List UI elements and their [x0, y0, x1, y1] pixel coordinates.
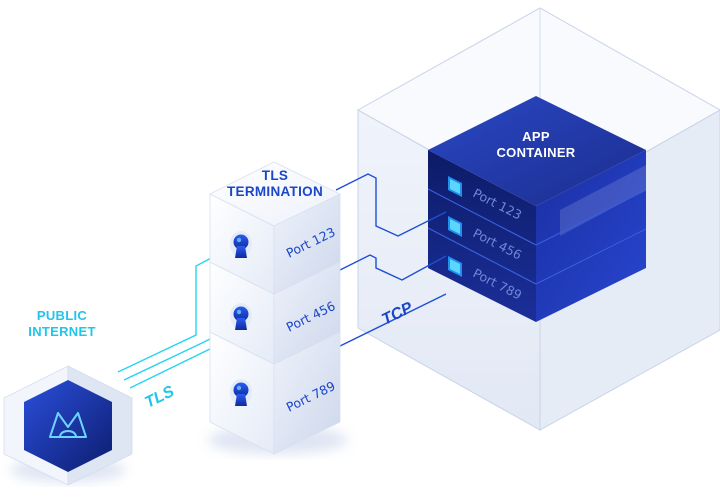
- tcp-links: [335, 173, 447, 349]
- app-port-socket-3: [448, 256, 462, 277]
- keyhole-icon: [230, 303, 252, 330]
- tls-termination-node: Port 123 Port 456 Port 789 TLS TERMINATI…: [208, 161, 348, 455]
- tcp-link-port-456: [335, 254, 447, 281]
- slot-divider: [535, 228, 647, 285]
- tcp-link-port-789: [335, 293, 447, 349]
- app-port-socket-1: [448, 176, 462, 197]
- cloud-provider-logo-icon: [49, 412, 87, 438]
- app-cube-right-face: [536, 150, 646, 322]
- tls-label: TLS: [142, 383, 177, 412]
- app-port-socket-2: [448, 216, 462, 237]
- slot-divider: [427, 188, 537, 246]
- tls-termination-label-line1: TLS: [262, 168, 288, 183]
- public-internet-label-line2: INTERNET: [28, 324, 95, 339]
- app-cube-top-face: [428, 96, 646, 206]
- public-internet-label-line1: PUBLIC: [37, 308, 87, 323]
- slot-divider: [535, 189, 647, 246]
- slot-divider: [427, 227, 537, 285]
- tcp-link-port-123: [335, 173, 447, 237]
- app-container-node: Port 123 Port 456 Port 789 APP CONTAINER: [356, 7, 720, 431]
- keyhole-icon: [230, 379, 252, 406]
- tls-termination-label-line2: TERMINATION: [227, 184, 323, 199]
- gloss-highlight: [560, 165, 646, 236]
- public-internet-node: PUBLIC INTERNET: [3, 308, 133, 486]
- app-container-label-line2: CONTAINER: [496, 145, 575, 160]
- keyhole-icon: [230, 231, 252, 258]
- app-container-label-line1: APP: [522, 129, 550, 144]
